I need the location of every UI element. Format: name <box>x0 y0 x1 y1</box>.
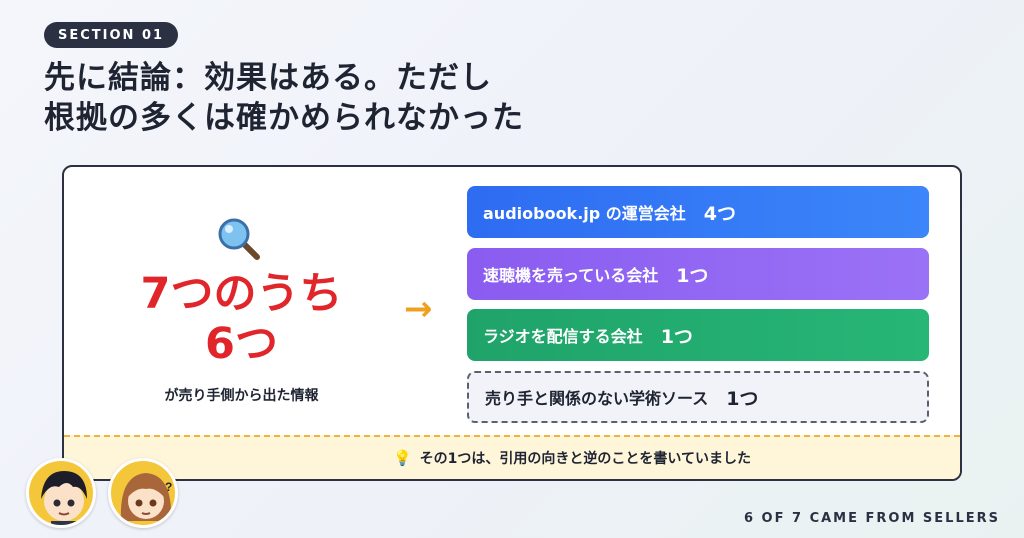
avatar-girl: ? <box>108 458 178 528</box>
footer-caption: 6 OF 7 CAME FROM SELLERS <box>743 511 1000 526</box>
section-badge: SECTION 01 <box>44 22 179 48</box>
summary-card: 7つのうち 6つ が売り手側から出た情報 → audiobook.jp の運営会… <box>62 165 962 481</box>
source-item-audiobook: audiobook.jp の運営会社 4つ <box>467 186 929 238</box>
source-item-radio: ラジオを配信する会社 1つ <box>467 309 929 361</box>
source-count: 1つ <box>726 387 759 410</box>
big-count-line-2: 6つ <box>205 319 278 369</box>
source-label: audiobook.jp の運営会社 <box>483 204 686 223</box>
arrow-right-icon: → <box>404 289 433 329</box>
source-count: 1つ <box>676 264 709 287</box>
avatar-boy <box>26 458 96 528</box>
title-line-2: 根拠の多くは確かめられなかった <box>44 100 524 136</box>
source-label: 速聴機を売っている会社 <box>483 266 659 285</box>
lightbulb-icon: 💡 <box>392 449 412 467</box>
big-count-caption: が売り手側から出た情報 <box>164 388 319 404</box>
source-count: 4つ <box>703 202 737 225</box>
magnifier-icon <box>218 218 260 260</box>
source-count: 1つ <box>660 325 693 348</box>
boy-face-icon <box>41 471 87 525</box>
big-count: 7つのうち 6つ <box>94 269 389 369</box>
big-count-line-1: 7つのうち <box>140 269 343 319</box>
note-band: 💡 その1つは、引用の向きと逆のことを書いていました <box>64 435 960 479</box>
svg-text:?: ? <box>165 480 172 494</box>
source-item-speed-listening-device: 速聴機を売っている会社 1つ <box>467 248 929 300</box>
title-line-1: 先に結論：効果はある。ただし <box>44 60 492 96</box>
girl-face-icon: ? <box>120 473 172 521</box>
note-text: その1つは、引用の向きと逆のことを書いていました <box>419 451 751 467</box>
source-item-academic: 売り手と関係のない学術ソース 1つ <box>467 371 929 423</box>
page-title: 先に結論：効果はある。ただし 根拠の多くは確かめられなかった <box>44 58 524 138</box>
source-label: 売り手と関係のない学術ソース <box>485 389 709 408</box>
source-label: ラジオを配信する会社 <box>483 327 643 346</box>
